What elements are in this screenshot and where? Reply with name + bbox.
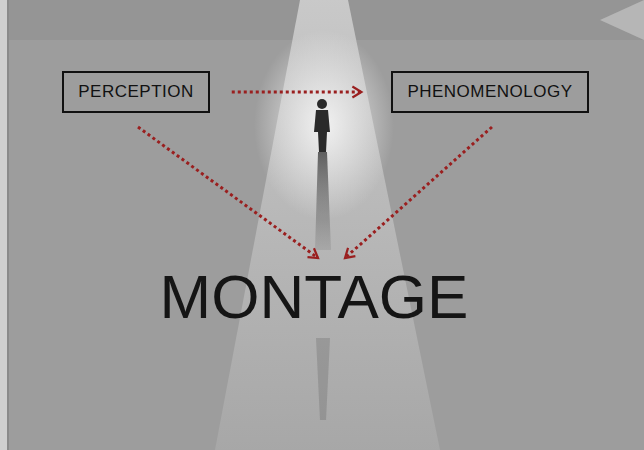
node-label: PHENOMENOLOGY xyxy=(407,82,572,102)
person-shadow xyxy=(315,152,331,250)
title-word: MONTAGE xyxy=(160,266,469,328)
concept-box: PERCEPTION xyxy=(62,71,210,113)
dotted-arrow xyxy=(138,127,318,258)
dotted-arrow xyxy=(345,127,492,258)
left-border xyxy=(0,0,7,450)
light-streak xyxy=(600,0,644,40)
lit-road xyxy=(215,0,440,450)
dotted-arrow xyxy=(232,91,362,94)
person-silhouette xyxy=(314,99,330,152)
left-edge xyxy=(7,0,9,450)
person-shadow-tail xyxy=(316,338,330,420)
concept-box: PHENOMENOLOGY xyxy=(391,71,588,113)
node-label: PERCEPTION xyxy=(78,82,194,102)
node-label: MONTAGE xyxy=(160,266,469,328)
